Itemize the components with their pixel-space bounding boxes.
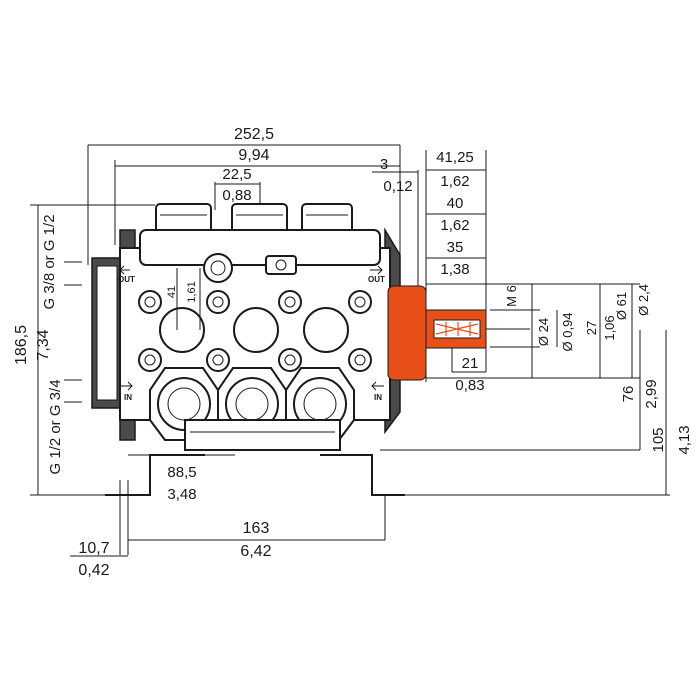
dia-24-in: Ø 2,4	[636, 284, 651, 316]
out-label-left: OUT	[118, 275, 135, 284]
shaft-len2-in: 1,62	[440, 217, 469, 234]
dim-base: 88,5 3,48 163 6,42 10,7 0,42	[70, 454, 386, 579]
overall-width-in: 9,94	[238, 147, 269, 164]
shaft-flange	[387, 285, 427, 381]
shaft-len3-in: 1,38	[440, 261, 469, 278]
key-length-mm: 21	[462, 355, 479, 372]
dim-heights: 76 2,99 105 4,13	[380, 330, 693, 496]
head-width-mm: 22,5	[222, 166, 251, 183]
in-arrow-icon	[371, 381, 384, 391]
dia-61-mm: Ø 61	[614, 292, 629, 320]
height-105-mm: 105	[650, 427, 667, 452]
head-width-in: 0,88	[222, 187, 251, 204]
dia-24-mm: Ø 24	[536, 318, 551, 346]
out-label-right: OUT	[368, 275, 385, 284]
edge-offset-in: 0,42	[78, 562, 109, 579]
shaft-len1-mm: 41,25	[436, 149, 474, 166]
in-port-left: IN	[120, 381, 133, 402]
shaft-offset-mm: 3	[380, 156, 388, 173]
dim-overall-width: 252,5 9,94	[87, 126, 401, 265]
bore-mm: 41	[166, 286, 178, 298]
overall-width-mm: 252,5	[234, 126, 274, 143]
port-in-thread: G 1/2 or G 3/4	[47, 379, 64, 474]
dia-106-in: 1,06	[602, 315, 617, 340]
height-76-in: 2,99	[643, 379, 660, 408]
edge-offset-mm: 10,7	[78, 540, 109, 557]
pump-body: OUT OUT IN IN	[91, 203, 405, 496]
dia-094-in: Ø 0,94	[560, 312, 575, 351]
out-arrow-icon	[119, 265, 130, 275]
key-length-in: 0,83	[455, 377, 484, 394]
base-width-mm: 163	[243, 520, 270, 537]
port-out-thread: G 3/8 or G 1/2	[41, 214, 58, 309]
height-186-in: 7,34	[35, 329, 52, 360]
height-76-mm: 76	[620, 386, 637, 403]
dim-diameters: M 6 Ø 24 Ø 0,94 27 1,06 Ø 61 Ø 2,4	[426, 283, 651, 379]
in-port-right: IN	[371, 381, 384, 402]
in-arrow-icon	[120, 381, 133, 391]
foot-width-in: 3,48	[167, 486, 196, 503]
dim-key-length: 21 0,83	[451, 345, 487, 394]
base-width-in: 6,42	[240, 543, 271, 560]
out-port-left: OUT	[118, 265, 135, 284]
height-105-in: 4,13	[676, 425, 693, 454]
shaft-len1-in: 1,62	[440, 173, 469, 190]
thread-label: M 6	[504, 285, 519, 307]
out-arrow-icon	[370, 265, 383, 275]
shaft-len3-mm: 35	[447, 239, 464, 256]
out-port-right: OUT	[368, 265, 385, 284]
in-label-left: IN	[124, 393, 132, 402]
height-186-mm: 186,5	[13, 325, 30, 365]
shaft-len2-mm: 40	[447, 195, 464, 212]
in-label-right: IN	[374, 393, 382, 402]
foot-width-mm: 88,5	[167, 464, 196, 481]
pump-shaft	[387, 285, 530, 381]
shaft-offset-in: 0,12	[383, 178, 412, 195]
dia-27-mm: 27	[584, 321, 599, 335]
bore-in: 1,61	[186, 281, 198, 302]
dim-left-height: 186,5 7,34 G 3/8 or G 1/2 G 1/2 or G 3/4	[13, 204, 155, 496]
